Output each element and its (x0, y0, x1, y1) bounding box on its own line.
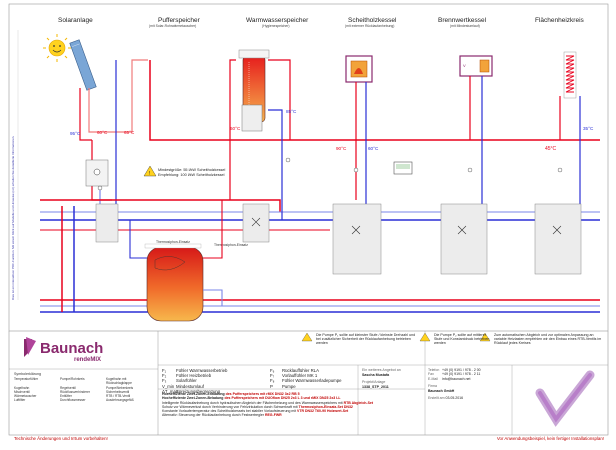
warn-icon (301, 332, 491, 342)
contact-block: Telefon+49 (0) 9191 / 978 - 2 00 Fax+49 … (428, 368, 481, 401)
section-title-dhw: Warmwasserspeicher (246, 17, 309, 24)
bottom-section-svg: Baunach rendeMIX (8, 331, 609, 436)
note-row[interactable]: Alternativ: Steuerung der Rücklaufanhebu… (162, 413, 282, 418)
buffer-label-top: Thermosiphon-Einsatz (156, 240, 190, 244)
dhw-station[interactable] (241, 104, 263, 132)
note-row[interactable]: Hocheffiziente Zwei-Zonen-Beladung des P… (162, 396, 341, 401)
warn-rtb: Zum automatischen Abgleich und zur optim… (494, 333, 602, 346)
warn-pump-p2: Die Pumpe P₂ sollte auf mittlerer Stufe … (434, 333, 490, 346)
logo-name: Baunach (40, 340, 103, 357)
temp-solar-2: 60°C (97, 130, 108, 135)
logo-sub: rendeMIX (74, 357, 101, 363)
buffer-size-note: ! (143, 165, 157, 177)
buffer-note-line1: Mindestgröße: 55 l/kW Scheitholzkessel (158, 168, 225, 172)
buffer-note-line2: Empfehlung: 100 l/kW Scheitholzkessel (158, 173, 225, 177)
footer-right: Vor Anwendungsbeispiel, kein fertiger In… (496, 436, 604, 441)
sensor-dot[interactable] (353, 167, 359, 173)
mixing-station-boiler[interactable] (440, 203, 488, 275)
section-title-floor: Flächenheizkreis (535, 17, 585, 24)
footer-left: Technische Änderungen und Irrtum vorbeha… (14, 436, 108, 441)
note-row[interactable]: Schutz vor Wärmeverlust durch Verhinderu… (162, 404, 353, 409)
side-note: Dies ist ein interaktiver PDF-Funktion. … (11, 136, 15, 300)
temp-wood-1: 90°C (336, 146, 347, 151)
section-subtitle-dhw: (Hygienespeicher) (262, 24, 290, 28)
check-mark-icon (535, 370, 595, 427)
section-title-boiler: Brennwertkessel (438, 17, 487, 24)
drawing-frame (8, 3, 609, 332)
wood-boiler[interactable] (345, 55, 373, 83)
temp-floor-1: 45°C (545, 146, 557, 152)
temp-dhw-1: 60°C (230, 126, 241, 131)
mixing-station-solar[interactable] (95, 203, 119, 243)
section-subtitle-boiler: (mit Mindestumlauf) (450, 24, 480, 28)
svg-text:!: ! (149, 171, 150, 177)
section-title-buffer: Pufferspeicher (158, 17, 201, 24)
title-block: Ein weiteres Angebot an Sascha Mustafa P… (362, 368, 401, 389)
mixing-station-dhw[interactable] (242, 203, 270, 243)
buffer-label-side: Thermosiphon-Einsatz (214, 243, 248, 247)
condensing-boiler[interactable]: V (459, 55, 493, 77)
baunach-logo: Baunach rendeMIX (24, 337, 103, 363)
sun-icon (43, 34, 71, 62)
sensor-dot[interactable] (97, 185, 103, 191)
temp-solar-3: 65°C (124, 130, 135, 135)
section-subtitle-buffer: (mit Solar-Rohrwärmetauscher) (149, 24, 196, 28)
temp-wood-2: 60°C (368, 146, 379, 151)
mixing-station-floor[interactable] (534, 203, 582, 275)
section-subtitle-wood: (mit externer Rücklaufanhebung) (345, 24, 394, 28)
section-title-wood: Scheitholzkessel (348, 17, 397, 24)
note-row[interactable]: Konstante Vorlaufertemperatur des Scheit… (162, 409, 349, 414)
sensor-dot[interactable] (557, 167, 563, 173)
floor-heating-circuit[interactable] (563, 51, 577, 99)
section-title-solar: Solaranlage (58, 17, 93, 24)
svg-text:V: V (463, 63, 466, 68)
solar-collector[interactable] (69, 39, 97, 91)
temp-floor-2: 35°C (583, 126, 594, 131)
sensor-dot[interactable] (467, 167, 473, 173)
buffer-tank[interactable] (146, 246, 204, 322)
symbols-legend: Symbolerklärung Temperaturfühler Pumpe/R… (14, 372, 134, 403)
note-row[interactable]: Hocheffiziente Zwei-Zonen-Entladung des … (162, 392, 300, 396)
warn-pump-p1: Die Pumpe P₁ sollte auf kleinster Stufe … (316, 333, 416, 346)
temp-dhw-2: 85°C (286, 109, 297, 114)
notes-list: Hocheffiziente Zwei-Zonen-Entladung des … (162, 392, 424, 418)
mixing-station-wood[interactable] (332, 203, 382, 275)
temp-solar-1: 95°C (70, 131, 81, 136)
note-row[interactable]: Intelligente Rücklaufanhebung durch hydr… (162, 400, 374, 405)
sensor-dot[interactable] (285, 157, 291, 163)
